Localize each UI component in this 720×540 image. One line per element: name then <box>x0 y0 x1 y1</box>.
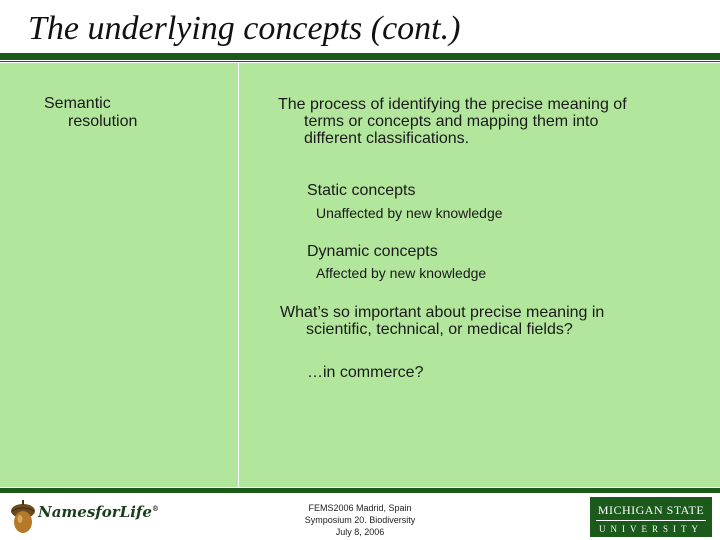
section-heading: Semantic resolution <box>44 95 137 131</box>
question-line: scientific, technical, or medical fields… <box>306 321 573 338</box>
definition-line: different classifications. <box>304 130 470 147</box>
namesforlife-text: NamesforLife <box>38 503 152 521</box>
title-rule <box>0 53 720 60</box>
section-heading-line1: Semantic <box>44 95 111 112</box>
registered-mark: ® <box>151 504 159 513</box>
event-line: Symposium 20. Biodiversity <box>304 515 416 525</box>
column-divider <box>238 63 239 487</box>
michigan-state-logo: MICHIGAN STATE UNIVERSITY <box>590 497 712 537</box>
event-line: FEMS2006 Madrid, Spain <box>308 503 412 513</box>
commerce-question: …in commerce? <box>307 364 424 381</box>
namesforlife-wordmark: NamesforLife® <box>38 503 159 521</box>
dynamic-concepts-description: Affected by new knowledge <box>316 265 487 281</box>
footer-rule <box>0 488 720 493</box>
namesforlife-logo: NamesforLife® <box>8 497 208 537</box>
content-panel <box>0 63 720 487</box>
definition-line: The process of identifying the precise m… <box>278 96 627 113</box>
dynamic-concepts-heading: Dynamic concepts <box>307 243 438 260</box>
static-concepts-heading: Static concepts <box>307 182 416 199</box>
msu-logo-line1: MICHIGAN STATE <box>597 503 705 517</box>
static-concepts-description: Unaffected by new knowledge <box>316 205 503 221</box>
msu-logo-rule <box>596 520 706 521</box>
question-text: What’s so important about precise meanin… <box>280 304 700 338</box>
definition-line: terms or concepts and mapping them into <box>304 113 599 130</box>
definition-text: The process of identifying the precise m… <box>278 96 698 147</box>
msu-logo-line2: UNIVERSITY <box>599 524 703 534</box>
title-rule-thin <box>0 61 720 62</box>
event-info: FEMS2006 Madrid, Spain Symposium 20. Bio… <box>270 502 450 538</box>
section-heading-line2: resolution <box>68 113 138 130</box>
question-line: What’s so important about precise meanin… <box>280 304 605 321</box>
slide-title: The underlying concepts (cont.) <box>28 10 461 47</box>
event-line: July 8, 2006 <box>335 527 385 537</box>
acorn-icon <box>11 500 35 533</box>
